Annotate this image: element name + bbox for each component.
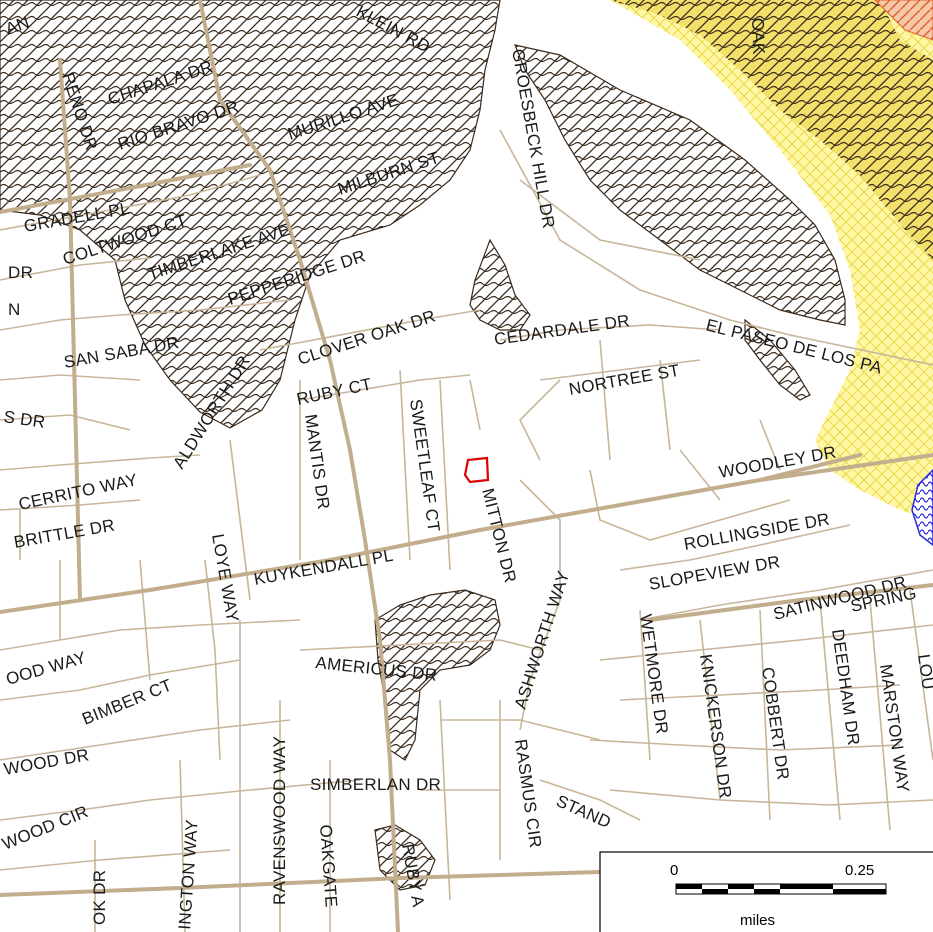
- hatched-zone-el-paseo: [744, 318, 811, 401]
- scale-bar: 0 0.25 miles: [599, 851, 933, 932]
- ruby-main-road: [218, 98, 400, 932]
- gradell-road: [0, 163, 252, 214]
- scale-segment-3: [728, 884, 754, 889]
- east-road: [648, 583, 933, 622]
- label-oak-top: OAK: [748, 17, 768, 55]
- reno-road: [58, 58, 82, 602]
- scale-end-label: 0.25: [845, 862, 874, 879]
- klein-road: [198, 0, 222, 102]
- hatched-zone-south: [374, 824, 436, 891]
- hatched-zone-main: [0, 0, 501, 429]
- hatched-zone-east: [514, 44, 846, 326]
- scale-start-label: 0: [670, 862, 678, 879]
- yellow-hatched-zone: [610, 0, 933, 260]
- se-road: [758, 453, 862, 482]
- label-lou: LOU: [914, 653, 933, 691]
- scale-segment-5: [780, 884, 833, 889]
- scale-segment-6: [833, 889, 886, 894]
- label-ravenswood-way: RAVENSWOOD WAY: [270, 736, 289, 905]
- blue-zone: [911, 468, 933, 546]
- hatched-zone-cedardale: [469, 238, 531, 331]
- scale-segment-1: [676, 884, 702, 889]
- south-road: [0, 870, 602, 897]
- label-n-west: N: [8, 300, 21, 319]
- label-dr-west: DR: [8, 263, 33, 282]
- orange-zone: [874, 0, 933, 41]
- label-ok-dr: OK DR: [90, 870, 109, 925]
- scale-segment-2: [702, 889, 728, 894]
- scale-segment-4: [754, 889, 780, 894]
- label-simberlan-dr: SIMBERLAN DR: [310, 775, 441, 794]
- scale-unit-label: miles: [740, 912, 775, 929]
- minor-streets: [0, 129, 933, 932]
- subject-site-outline[interactable]: [463, 456, 490, 484]
